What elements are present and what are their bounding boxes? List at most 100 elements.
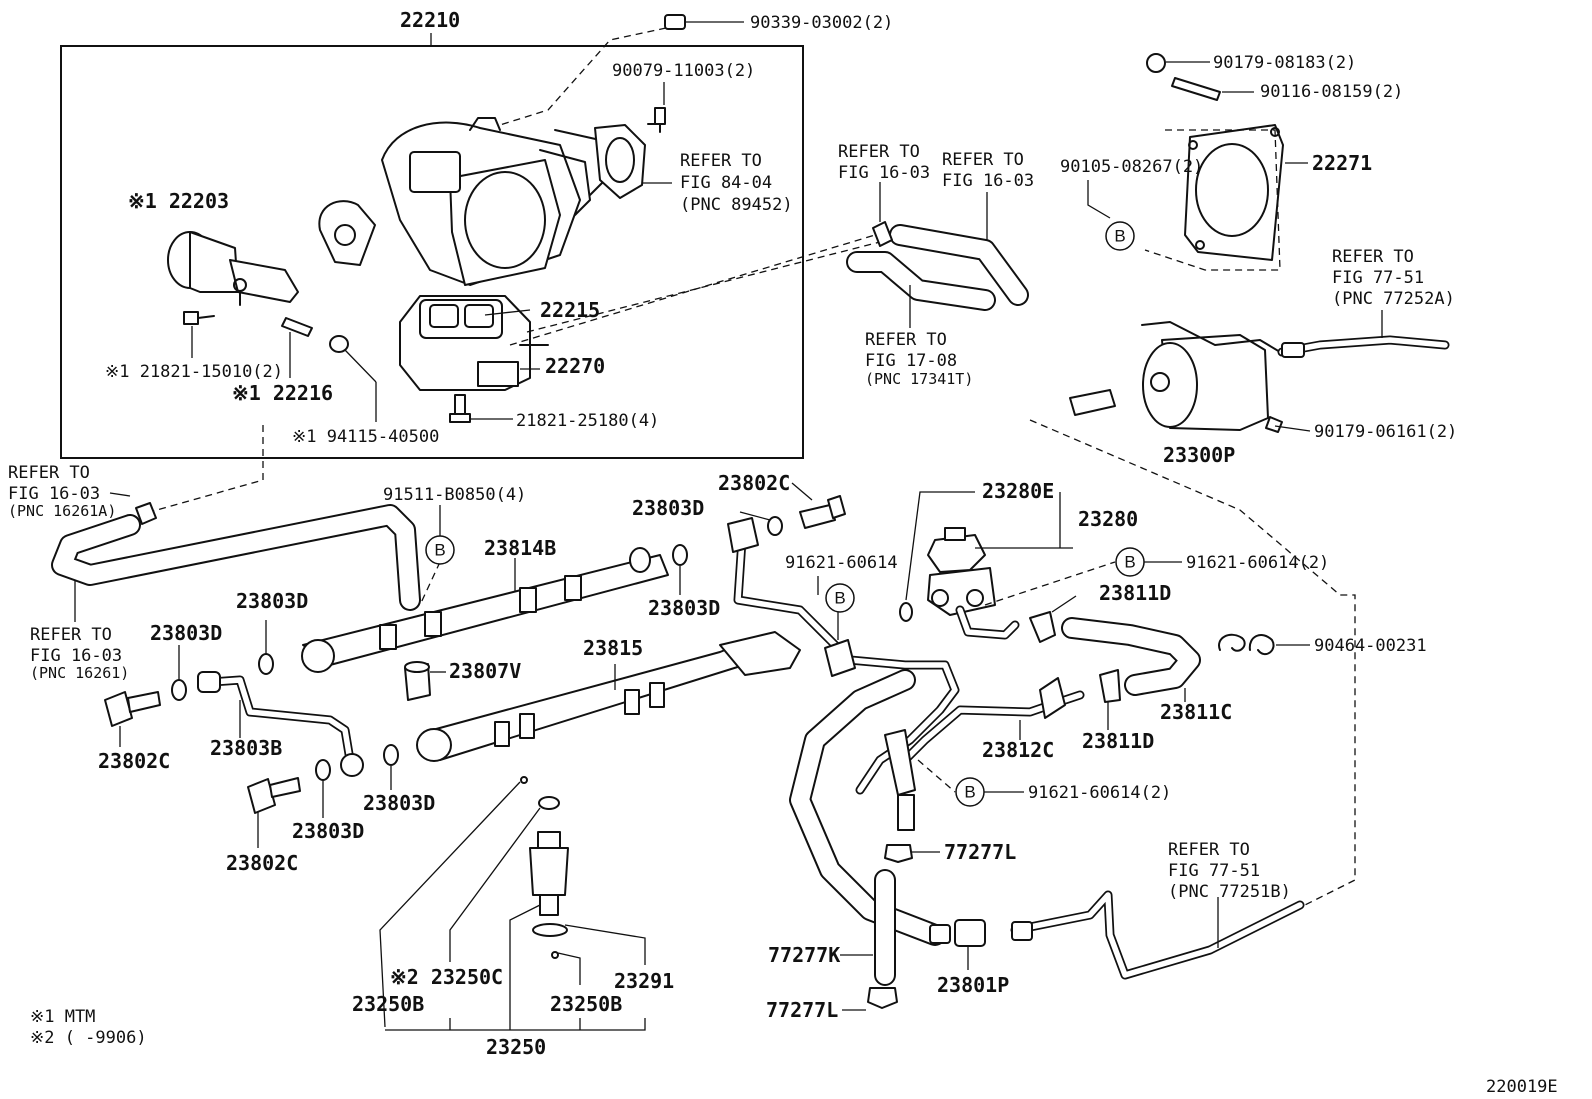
bubble-b-4: B — [1115, 547, 1145, 577]
label-23802C-top[interactable]: 23802C — [718, 471, 790, 495]
ref-fig-16-03-c[interactable]: REFER TO FIG 16-03 (PNC 16261A) — [8, 463, 116, 520]
label-23807V[interactable]: 23807V — [449, 659, 521, 683]
label-23802C-bottom[interactable]: 23802C — [226, 851, 298, 875]
label-90105-08267[interactable]: 90105-08267(2) — [1060, 157, 1203, 177]
svg-text:REFER TO: REFER TO — [1332, 247, 1414, 267]
label-23803D-b[interactable]: 23803D — [648, 596, 720, 620]
label-94115-40500[interactable]: ※1 94115-40500 — [292, 427, 439, 447]
bubble-b-1: B — [1105, 221, 1135, 251]
label-22215[interactable]: 22215 — [540, 298, 600, 322]
throttle-sensor-cover-drawing — [594, 124, 646, 199]
label-90339-03002[interactable]: 90339-03002(2) — [750, 13, 893, 33]
bolt-90179-drawing — [1146, 53, 1166, 73]
ref-fig-84-04[interactable]: REFER TO FIG 84-04 (PNC 89452) — [680, 151, 793, 215]
svg-text:REFER TO: REFER TO — [680, 151, 762, 171]
label-23803D-top[interactable]: 23803D — [632, 496, 704, 520]
svg-text:FIG 16-03: FIG 16-03 — [30, 646, 122, 666]
hose-left-drawing — [51, 502, 421, 611]
screw-90079-drawing — [647, 107, 666, 133]
label-23300P[interactable]: 23300P — [1163, 443, 1235, 467]
svg-text:FIG 84-04: FIG 84-04 — [680, 173, 772, 193]
delivery-pipe-23814B-drawing — [301, 547, 669, 673]
label-23250B-b[interactable]: 23250B — [550, 992, 622, 1016]
label-23812C[interactable]: 23812C — [982, 738, 1054, 762]
bubble-b-3: B — [825, 583, 855, 613]
screw-21821-15010-drawing — [183, 311, 215, 325]
svg-text:FIG 16-03: FIG 16-03 — [8, 484, 100, 504]
ref-fig-17-08[interactable]: REFER TO FIG 17-08 (PNC 17341T) — [865, 330, 973, 388]
label-23250B-a[interactable]: 23250B — [352, 992, 424, 1016]
ref-fig-77-51-a[interactable]: REFER TO FIG 77-51 (PNC 77252A) — [1332, 247, 1455, 309]
label-90179-06161[interactable]: 90179-06161(2) — [1314, 422, 1457, 442]
label-22270[interactable]: 22270 — [545, 354, 605, 378]
iacv-22203-drawing — [167, 231, 299, 306]
ref-fig-16-03-d[interactable]: REFER TO FIG 16-03 (PNC 16261) — [30, 625, 129, 682]
label-23250[interactable]: 23250 — [486, 1035, 546, 1059]
label-90079-11003[interactable]: 90079-11003(2) — [612, 61, 755, 81]
label-23803B[interactable]: 23803B — [210, 736, 282, 760]
svg-text:REFER TO: REFER TO — [30, 625, 112, 645]
label-23811C[interactable]: 23811C — [1160, 700, 1232, 724]
label-23280[interactable]: 23280 — [1078, 507, 1138, 531]
label-23814B[interactable]: 23814B — [484, 536, 556, 560]
svg-text:REFER TO: REFER TO — [838, 142, 920, 162]
throttle-body-frame — [60, 45, 804, 459]
label-91621-60614-b[interactable]: 91621-60614(2) — [1186, 553, 1329, 573]
label-21821-25180[interactable]: 21821-25180(4) — [516, 411, 659, 431]
label-21821-15010[interactable]: ※1 21821-15010(2) — [105, 362, 283, 382]
label-23280E[interactable]: 23280E — [982, 479, 1054, 503]
seal-94115-drawing — [329, 335, 349, 353]
svg-text:REFER TO: REFER TO — [1168, 840, 1250, 860]
label-91621-60614-a[interactable]: 91621-60614 — [785, 553, 898, 573]
label-23802C-left[interactable]: 23802C — [98, 749, 170, 773]
big-hose-drawing — [789, 669, 946, 986]
figure-id: 220019E — [1486, 1077, 1558, 1097]
hose-top-middle-drawing — [846, 221, 1029, 311]
label-23815[interactable]: 23815 — [583, 636, 643, 660]
ref-fig-16-03-b[interactable]: REFER TO FIG 16-03 — [942, 150, 1034, 191]
label-91621-60614-c[interactable]: 91621-60614(2) — [1028, 783, 1171, 803]
label-23811D-a[interactable]: 23811D — [1099, 581, 1171, 605]
screw-90339-drawing — [664, 14, 686, 30]
label-22216[interactable]: ※1 22216 — [232, 381, 333, 405]
label-23803D-c[interactable]: 23803D — [150, 621, 222, 645]
svg-text:FIG 17-08: FIG 17-08 — [865, 351, 957, 371]
svg-text:REFER TO: REFER TO — [865, 330, 947, 350]
label-90116-08159[interactable]: 90116-08159(2) — [1260, 82, 1403, 102]
label-77277L-b[interactable]: 77277L — [766, 998, 838, 1022]
label-90464-00231[interactable]: 90464-00231 — [1314, 636, 1427, 656]
bubble-b-2: B — [425, 535, 455, 565]
connector-23801P-drawing — [929, 919, 986, 947]
gasket-22271-drawing — [1184, 124, 1284, 261]
svg-text:FIG 16-03: FIG 16-03 — [942, 171, 1034, 191]
label-23811D-b[interactable]: 23811D — [1082, 729, 1154, 753]
pressure-regulator-23280-drawing — [899, 527, 1020, 640]
label-22210[interactable]: 22210 — [400, 8, 460, 32]
label-77277L-a[interactable]: 77277L — [944, 840, 1016, 864]
svg-text:B: B — [434, 541, 445, 560]
label-23803D-a[interactable]: 23803D — [236, 589, 308, 613]
label-77277K[interactable]: 77277K — [768, 943, 840, 967]
label-23803D-d[interactable]: 23803D — [363, 791, 435, 815]
label-90179-08183[interactable]: 90179-08183(2) — [1213, 53, 1356, 73]
label-22271[interactable]: 22271 — [1312, 151, 1372, 175]
label-22203[interactable]: ※1 22203 — [128, 189, 229, 213]
svg-text:B: B — [964, 783, 975, 802]
legend-note-2: ※2 ( -9906) — [30, 1028, 147, 1048]
svg-text:(PNC 16261A): (PNC 16261A) — [8, 502, 116, 520]
label-91511-B0850[interactable]: 91511-B0850(4) — [383, 485, 526, 505]
ref-fig-77-51-b[interactable]: REFER TO FIG 77-51 (PNC 77251B) — [1168, 840, 1291, 902]
label-23803D-e[interactable]: 23803D — [292, 819, 364, 843]
svg-text:B: B — [1124, 553, 1135, 572]
clamp-77277L-drawing — [867, 844, 913, 1009]
bubble-b-5: B — [955, 777, 985, 807]
union-bolt-23802C-drawing — [104, 495, 846, 814]
label-23250C[interactable]: ※2 23250C — [390, 965, 503, 989]
throttle-body-drawing — [318, 117, 611, 286]
label-23801P[interactable]: 23801P — [937, 973, 1009, 997]
svg-text:B: B — [834, 589, 845, 608]
legend-note-1: ※1 MTM — [30, 1007, 95, 1027]
label-23291[interactable]: 23291 — [614, 969, 674, 993]
ref-fig-16-03-a[interactable]: REFER TO FIG 16-03 — [838, 142, 930, 183]
